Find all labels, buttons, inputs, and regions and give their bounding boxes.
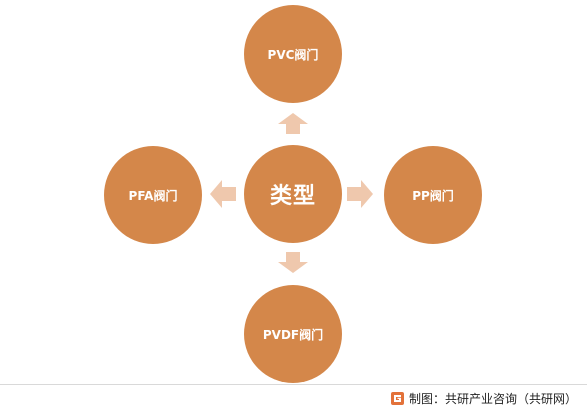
credit-text: 制图：共研产业咨询（共研网） xyxy=(408,392,577,406)
node-center-label: 类型 xyxy=(269,184,316,209)
node-pp-label: PP阀门 xyxy=(412,188,454,203)
logo-icon xyxy=(390,392,404,405)
node-pvdf-valve: PVDF阀门 xyxy=(244,285,342,383)
arrow-down xyxy=(278,252,308,273)
node-pfa-valve: PFA阀门 xyxy=(104,146,202,244)
node-pp-valve: PP阀门 xyxy=(384,146,482,244)
node-center-type: 类型 xyxy=(244,145,342,243)
arrow-up xyxy=(278,113,308,134)
node-pvdf-label: PVDF阀门 xyxy=(262,327,324,342)
node-pvc-label: PVC阀门 xyxy=(267,47,319,62)
arrow-left xyxy=(210,180,236,208)
node-pvc-valve: PVC阀门 xyxy=(244,5,342,103)
footer-divider xyxy=(0,384,587,385)
source-credit: 制图：共研产业咨询（共研网） xyxy=(390,390,577,407)
arrow-right xyxy=(347,180,373,208)
node-pfa-label: PFA阀门 xyxy=(128,188,178,203)
